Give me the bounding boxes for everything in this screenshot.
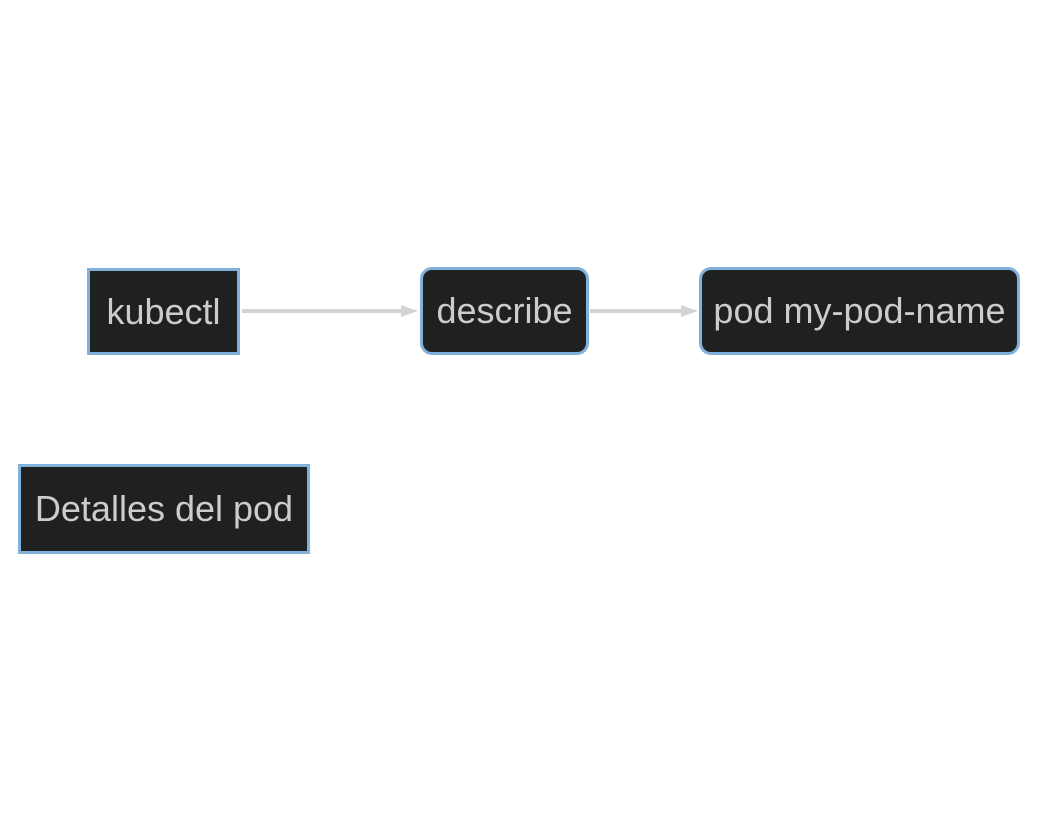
edge-line xyxy=(242,309,402,313)
node-detalles-del-pod: Detalles del pod xyxy=(18,464,310,554)
node-label: Detalles del pod xyxy=(34,488,294,530)
node-label: kubectl xyxy=(106,290,221,332)
node-label: pod my-pod-name xyxy=(713,290,1006,332)
node-label: describe xyxy=(436,290,573,332)
arrowhead-icon xyxy=(681,305,698,317)
arrowhead-icon xyxy=(401,305,418,317)
edge-line xyxy=(590,309,682,313)
node-pod-my-pod-name: pod my-pod-name xyxy=(699,267,1020,355)
node-kubectl: kubectl xyxy=(87,268,240,355)
node-describe: describe xyxy=(420,267,589,355)
